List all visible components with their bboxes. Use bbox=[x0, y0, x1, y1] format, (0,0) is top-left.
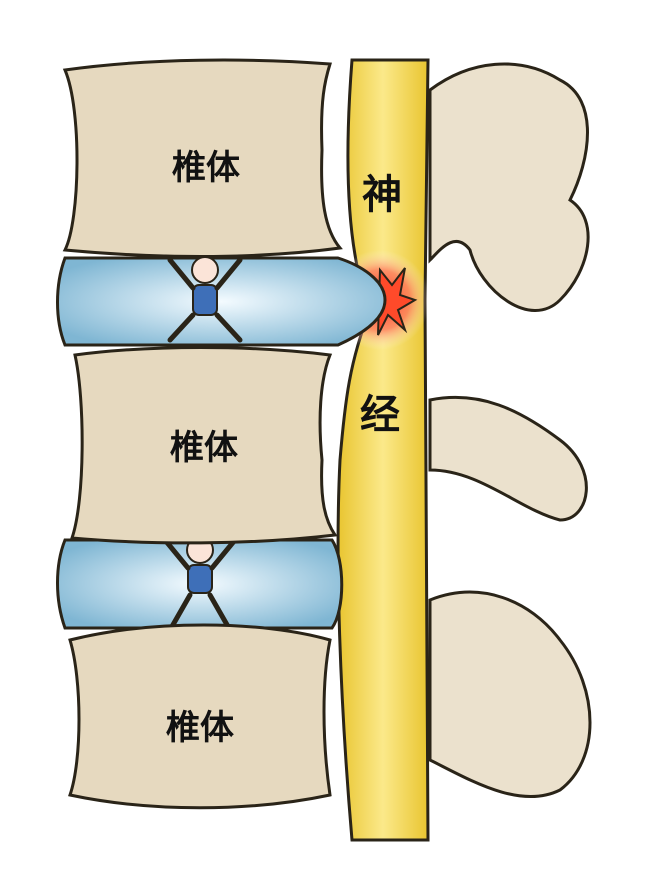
vertebra-middle bbox=[69, 346, 338, 545]
nerve-label-1: 神 bbox=[362, 172, 402, 218]
nerve-label-2: 经 bbox=[360, 392, 400, 438]
vertebra-label-bottom: 椎体 bbox=[166, 708, 234, 748]
vertebra-label-middle: 椎体 bbox=[170, 428, 238, 468]
spinous-processes bbox=[428, 62, 592, 799]
vertebra-label-top: 椎体 bbox=[172, 148, 240, 188]
vertebra-top bbox=[62, 58, 343, 258]
figure-head bbox=[191, 256, 219, 284]
pain-burst-icon bbox=[377, 267, 418, 336]
disc-bottom bbox=[56, 536, 344, 633]
disc-top bbox=[56, 256, 387, 347]
figure-body bbox=[192, 284, 218, 316]
figure-body bbox=[187, 564, 213, 594]
vertebra-bottom bbox=[68, 623, 332, 810]
